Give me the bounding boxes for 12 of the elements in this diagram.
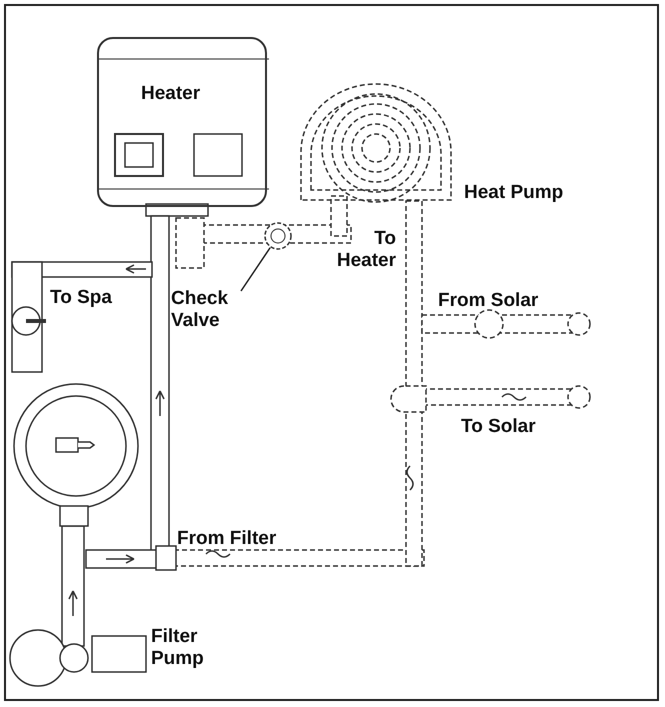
- pipe-label: To Spa: [50, 287, 112, 309]
- pipe-label: From Solar: [438, 290, 538, 312]
- valve-label: Check Valve: [171, 288, 230, 332]
- leader-line: [240, 247, 271, 292]
- pump-label: Filter Pump: [151, 626, 205, 670]
- heater-label: Heater: [141, 83, 200, 105]
- pipe-label: To Solar: [461, 416, 536, 438]
- pipe-label: To Heater: [336, 228, 396, 272]
- heat-pump-label: Heat Pump: [464, 182, 564, 204]
- check-valve-drawing: [264, 222, 292, 250]
- heater-unit: [97, 37, 267, 207]
- pipe-label: From Filter: [177, 528, 276, 550]
